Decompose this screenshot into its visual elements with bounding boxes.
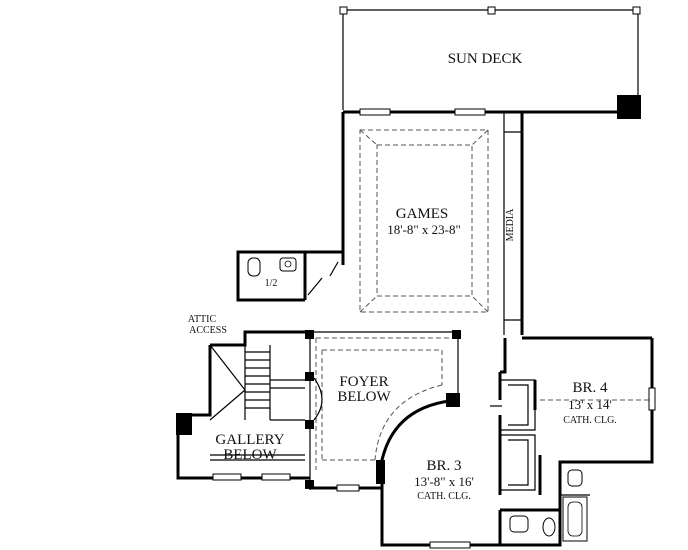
foyer-open bbox=[305, 330, 461, 492]
deck-column bbox=[617, 95, 641, 119]
attic-access-label-2: ACCESS bbox=[189, 325, 227, 336]
half-bath bbox=[236, 250, 343, 302]
gallery-label-2: BELOW bbox=[223, 447, 277, 463]
foyer-label-2: BELOW bbox=[337, 389, 391, 405]
foyer-label-1: FOYER bbox=[339, 374, 388, 390]
br4-note: CATH. CLG. bbox=[563, 415, 617, 426]
gallery-label-1: GALLERY bbox=[215, 432, 284, 448]
half-bath-label: 1/2 bbox=[265, 278, 278, 289]
br3-size: 13'-8" x 16' bbox=[414, 474, 474, 489]
games-room-size: 18'-8" x 23-8" bbox=[387, 222, 461, 237]
sun-deck-label: SUN DECK bbox=[448, 51, 523, 67]
games-room-label: GAMES bbox=[396, 206, 449, 222]
attic-access-label-1: ATTIC bbox=[188, 314, 217, 325]
stair-gallery bbox=[176, 330, 310, 481]
br4-label: BR. 4 bbox=[572, 380, 608, 396]
media-label: MEDIA bbox=[505, 208, 516, 242]
games-room bbox=[341, 108, 652, 340]
br3-note: CATH. CLG. bbox=[417, 491, 471, 502]
closets bbox=[500, 379, 542, 495]
br4-size: 13' x 14' bbox=[568, 397, 612, 412]
bedroom-4 bbox=[500, 338, 656, 547]
br3-label: BR. 3 bbox=[426, 458, 461, 474]
bedroom-3 bbox=[376, 372, 502, 549]
